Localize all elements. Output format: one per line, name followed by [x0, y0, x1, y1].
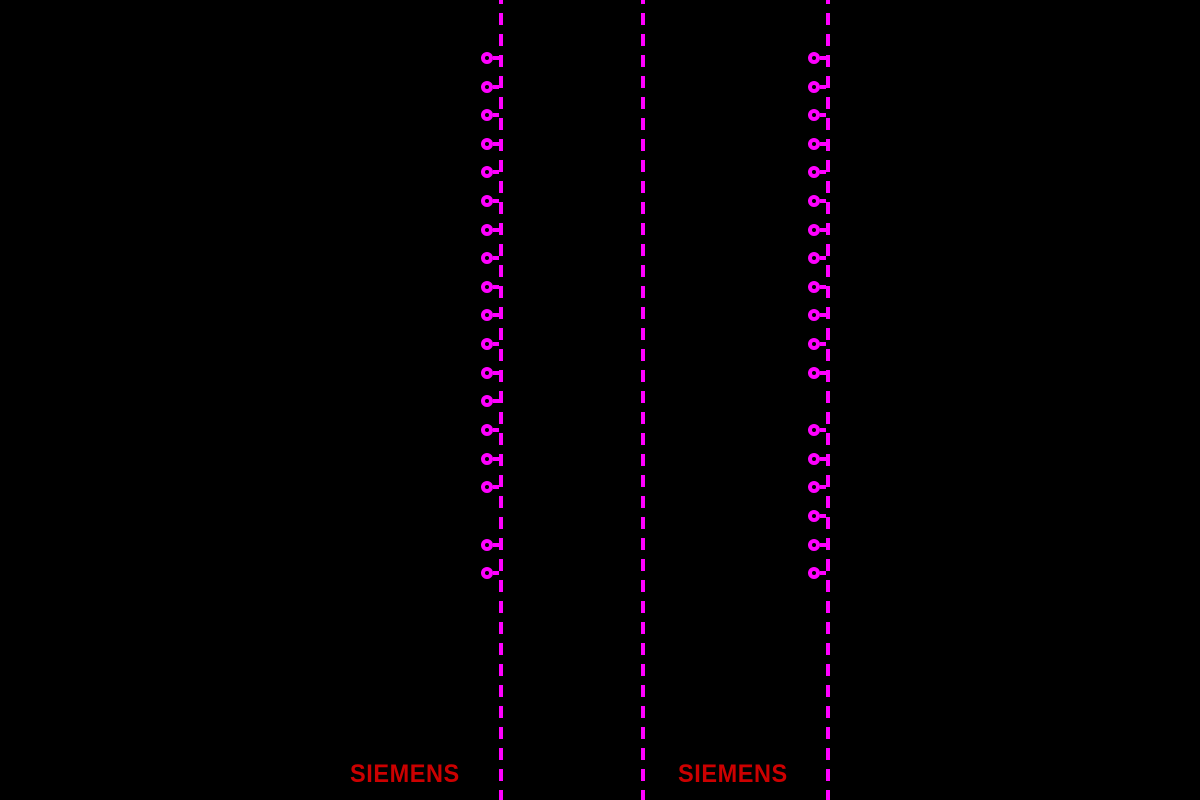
pin[interactable] [808, 309, 826, 321]
pin[interactable] [808, 224, 826, 236]
pin[interactable] [808, 367, 826, 379]
pin-ring [481, 138, 493, 150]
pin-ring [481, 252, 493, 264]
pin[interactable] [481, 52, 499, 64]
pin[interactable] [481, 252, 499, 264]
component-label-siemens-right: SIEMENS [678, 760, 788, 788]
pin-ring [808, 281, 820, 293]
pin[interactable] [808, 252, 826, 264]
pin-ring [808, 52, 820, 64]
pin[interactable] [808, 424, 826, 436]
pin[interactable] [481, 195, 499, 207]
pin[interactable] [808, 510, 826, 522]
pin-ring [808, 252, 820, 264]
pin[interactable] [481, 309, 499, 321]
pin[interactable] [481, 481, 499, 493]
pin-ring [481, 567, 493, 579]
component-label-siemens-left: SIEMENS [350, 760, 460, 788]
pin[interactable] [808, 109, 826, 121]
pin-ring [481, 81, 493, 93]
pin[interactable] [808, 138, 826, 150]
pin[interactable] [481, 424, 499, 436]
pin-ring [808, 166, 820, 178]
pin-ring [481, 481, 493, 493]
pin-ring [808, 510, 820, 522]
pin-ring [481, 195, 493, 207]
pin[interactable] [481, 281, 499, 293]
pin[interactable] [481, 81, 499, 93]
component-right [641, 0, 830, 800]
pin-ring [481, 395, 493, 407]
pin[interactable] [481, 367, 499, 379]
pin-ring [808, 539, 820, 551]
pin-ring [808, 224, 820, 236]
pin[interactable] [481, 138, 499, 150]
pin-ring [481, 166, 493, 178]
pin-ring [481, 309, 493, 321]
component-left [481, 0, 503, 800]
pin[interactable] [481, 395, 499, 407]
pin[interactable] [808, 81, 826, 93]
pin-ring [808, 367, 820, 379]
pin-ring [808, 109, 820, 121]
pin[interactable] [481, 166, 499, 178]
pin-ring [808, 481, 820, 493]
pin-ring [808, 453, 820, 465]
pin[interactable] [808, 52, 826, 64]
pin[interactable] [481, 539, 499, 551]
pin[interactable] [808, 195, 826, 207]
pin[interactable] [808, 539, 826, 551]
pin[interactable] [481, 453, 499, 465]
pin[interactable] [808, 166, 826, 178]
pin[interactable] [481, 338, 499, 350]
pin-ring [808, 195, 820, 207]
pin-ring [808, 81, 820, 93]
pin[interactable] [481, 224, 499, 236]
pin-ring [481, 338, 493, 350]
pin[interactable] [481, 109, 499, 121]
pin-ring [808, 309, 820, 321]
pin-ring [481, 281, 493, 293]
pin-ring [481, 52, 493, 64]
pin-ring [481, 453, 493, 465]
pin[interactable] [481, 567, 499, 579]
pin-ring [481, 539, 493, 551]
pin-ring [808, 138, 820, 150]
pin[interactable] [808, 567, 826, 579]
pin-ring [481, 109, 493, 121]
pin-ring [481, 224, 493, 236]
pin-ring [808, 567, 820, 579]
pin-ring [481, 367, 493, 379]
pin-ring [808, 338, 820, 350]
pin[interactable] [808, 453, 826, 465]
pin-ring [808, 424, 820, 436]
pin-ring [481, 424, 493, 436]
pin[interactable] [808, 338, 826, 350]
pin[interactable] [808, 481, 826, 493]
pin[interactable] [808, 281, 826, 293]
